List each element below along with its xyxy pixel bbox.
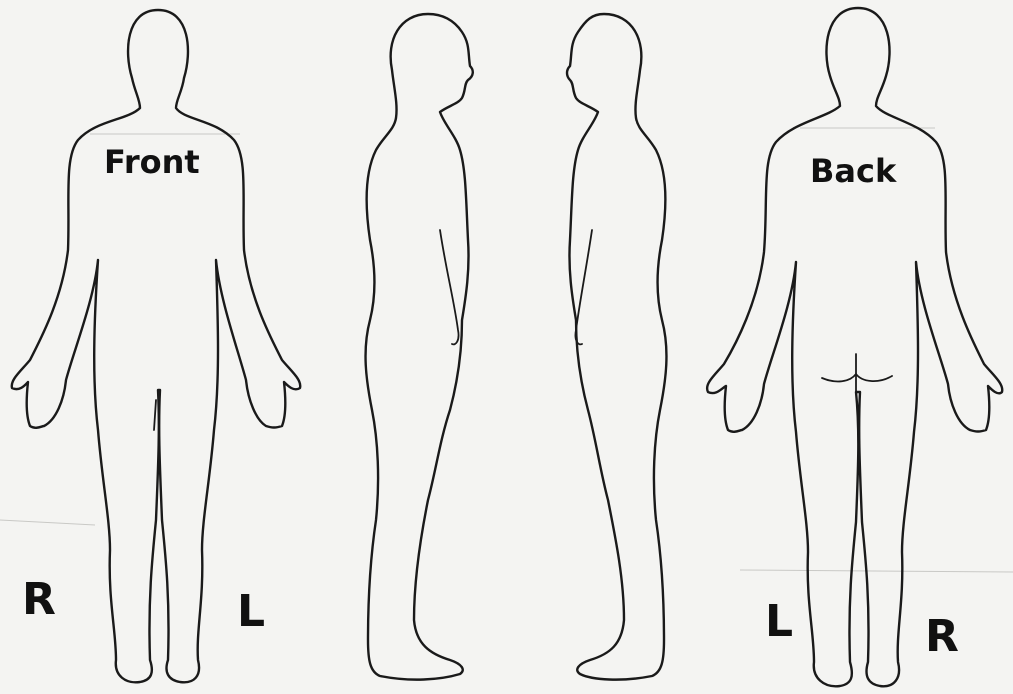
back-label: Back (810, 155, 896, 187)
front-label: Front (104, 146, 200, 178)
side-right-arm-line (440, 230, 459, 344)
side-figure-right-facing (366, 14, 473, 680)
front-inner-leg-line (154, 400, 156, 430)
back-buttocks-line (822, 374, 892, 381)
side-figure-left-facing (567, 14, 666, 680)
back-figure (707, 8, 1002, 686)
side-right-body-outline (366, 14, 473, 680)
back-body-outline (707, 8, 1002, 686)
front-right-side-label: R (22, 578, 56, 622)
side-left-body-outline (567, 14, 666, 680)
front-left-side-label: L (237, 590, 265, 634)
back-left-side-label: L (765, 600, 793, 644)
side-left-arm-line (575, 230, 592, 344)
back-right-side-label: R (925, 615, 959, 659)
